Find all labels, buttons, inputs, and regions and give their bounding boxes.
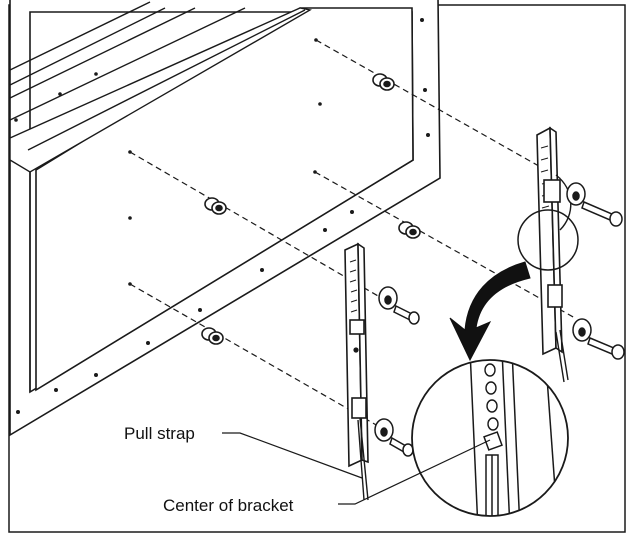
center-bracket-leader [338,439,491,505]
right-mounting-bracket [536,126,572,383]
tv-top-edge [9,1,312,392]
detail-source-circle [517,209,579,271]
pull-strap-leader [222,432,363,479]
bolt-right-upper [566,182,623,227]
spacer-3 [398,221,421,239]
bolt-right-lower [572,318,625,360]
spacer-washers [201,73,421,345]
pull-strap-label: Pull strap [124,424,195,443]
zoom-detail-view [411,359,569,517]
left-mounting-bracket [344,242,369,501]
right-bracket-bolts [566,182,625,360]
spacer-4 [201,327,224,345]
center-of-bracket-label: Center of bracket [163,496,294,515]
spacer-2 [204,197,227,215]
bolt-left-upper [378,286,420,325]
alignment-dashed-lines [129,39,576,431]
bolt-left-lower [374,418,414,457]
zoom-arrow-icon [449,261,531,362]
tv-back-frame [9,0,441,437]
frame-screw-holes [14,18,430,414]
spacer-1 [372,73,395,91]
left-bracket-bolts [374,286,420,457]
leader-lines [222,432,491,505]
